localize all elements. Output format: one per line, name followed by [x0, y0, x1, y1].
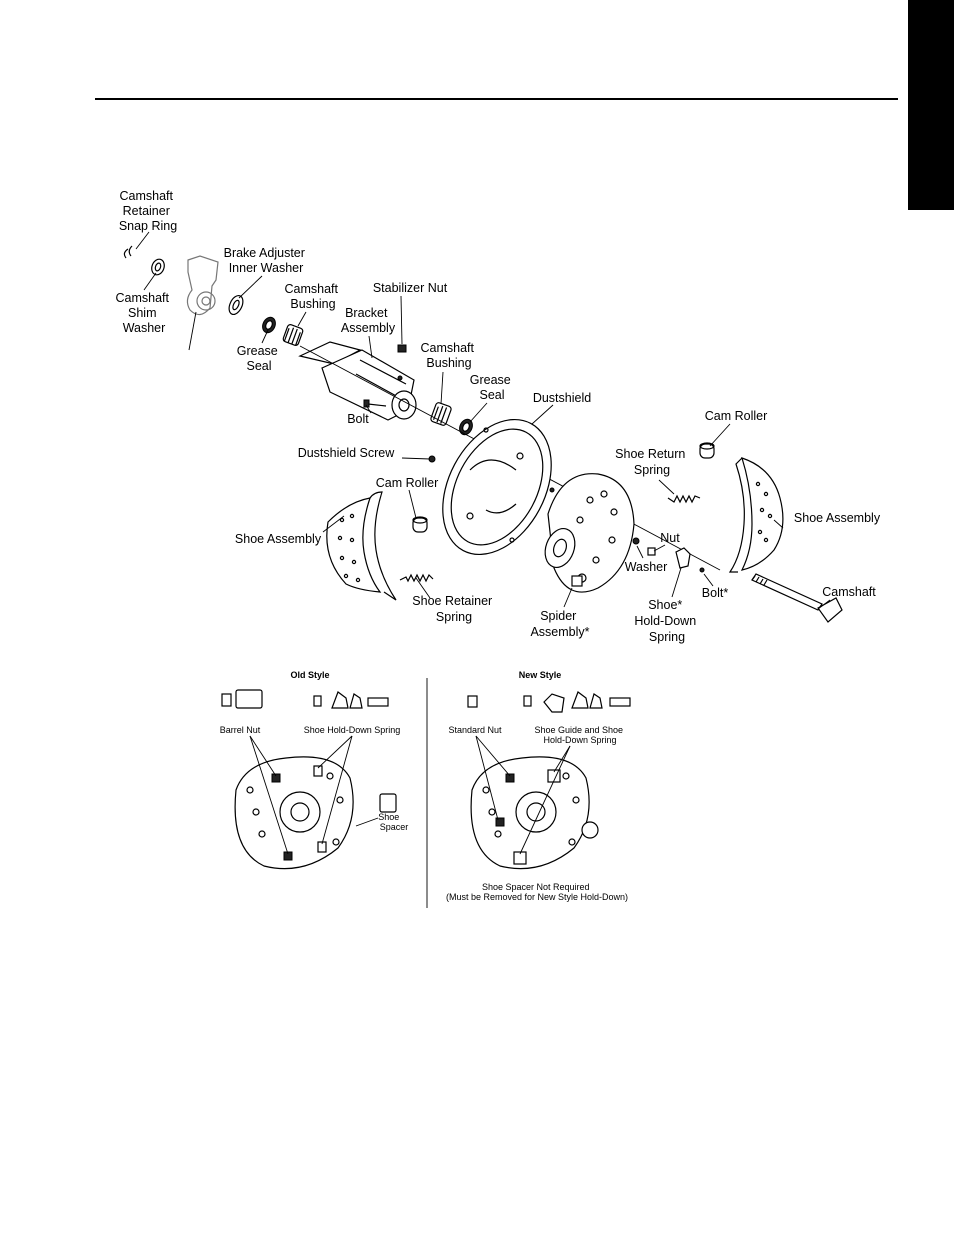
- label-camshaft: Camshaft: [822, 585, 876, 599]
- label-shoe-hold-down-spring: Shoe* Hold-Down Spring: [634, 598, 699, 644]
- old-hold-down-label: Shoe Hold-Down Spring: [304, 725, 401, 735]
- new-hub: [515, 791, 557, 833]
- section-tab: [908, 0, 954, 210]
- label-shoe-assembly-left: Shoe Assembly: [235, 532, 322, 546]
- camshaft-bushing-2-drawing: [430, 402, 452, 426]
- shoe-assembly-right-drawing: [728, 457, 784, 573]
- new-style-panel: New Style Standard Nut Shoe Guide and Sh…: [446, 670, 631, 902]
- old-style-title: Old Style: [290, 670, 329, 680]
- new-small-nut-icon: [523, 695, 532, 707]
- shoe-retainer-spring-drawing: [399, 573, 434, 583]
- slack-adjuster-drawing: [186, 255, 219, 351]
- label-bracket-assembly: Bracket Assembly: [341, 306, 396, 335]
- standard-nut-label: Standard Nut: [448, 725, 502, 735]
- cam-roller-1-drawing: [412, 516, 428, 533]
- old-hub: [279, 791, 321, 833]
- label-nut: Nut: [660, 531, 680, 545]
- shoe-return-spring-drawing: [667, 494, 701, 504]
- leader-lines: [135, 231, 831, 610]
- stabilizer-nut-drawing: [397, 344, 407, 353]
- label-bolt-star: Bolt*: [702, 586, 729, 600]
- new-bolt-icon: [609, 697, 631, 707]
- old-bolt-icon: [367, 697, 389, 707]
- standard-nut-icon: [467, 695, 478, 708]
- part-labels: Camshaft Retainer Snap Ring Camshaft Shi…: [116, 189, 881, 644]
- label-grease-seal-2: Grease Seal: [470, 373, 514, 402]
- shoe-spacer-icon: [379, 793, 397, 813]
- cam-roller-2-drawing: [699, 442, 715, 459]
- old-style-panel: Old Style Barrel Nut Shoe Hold-Down Spri…: [220, 670, 408, 870]
- label-bolt: Bolt: [347, 412, 369, 426]
- label-camshaft-bushing-2: Camshaft Bushing: [421, 341, 478, 370]
- barrel-nut-label: Barrel Nut: [220, 725, 261, 735]
- label-shoe-retainer-spring: Shoe Retainer Spring: [412, 594, 495, 624]
- shim-washer-drawing: [151, 258, 165, 276]
- inner-washer-drawing: [228, 294, 244, 316]
- label-shim-washer: Camshaft Shim Washer: [116, 291, 173, 335]
- header-rule: [95, 98, 898, 100]
- label-shoe-return-spring: Shoe Return Spring: [615, 447, 689, 477]
- label-washer: Washer: [625, 560, 668, 574]
- label-stabilizer-nut: Stabilizer Nut: [373, 281, 448, 295]
- old-holddown-icon-b: [349, 693, 363, 709]
- old-nut-icon: [221, 693, 232, 707]
- spacer-note: Shoe Spacer Not Required (Must be Remove…: [446, 882, 628, 902]
- grease-seal-2-drawing: [459, 418, 473, 436]
- grease-seal-1-drawing: [262, 316, 276, 334]
- old-holddown-icon-a: [331, 691, 349, 709]
- shoe-guide-icon: [543, 693, 565, 713]
- label-inner-washer: Brake Adjuster Inner Washer: [224, 246, 309, 275]
- label-grease-seal-1: Grease Seal: [237, 344, 281, 373]
- barrel-nut-icon: [235, 689, 263, 709]
- old-small-nut-icon: [313, 695, 322, 707]
- new-holddown-icon-b: [589, 693, 603, 709]
- guide-hold-down-label: Shoe Guide and Shoe Hold-Down Spring: [534, 725, 625, 745]
- label-dustshield: Dustshield: [533, 391, 591, 405]
- camshaft-drawing: [751, 573, 843, 623]
- camshaft-bushing-1-drawing: [282, 324, 304, 346]
- bolt-drawing: [363, 399, 387, 408]
- new-style-title: New Style: [519, 670, 562, 680]
- label-cam-roller-1: Cam Roller: [376, 476, 439, 490]
- label-shoe-assembly-right: Shoe Assembly: [794, 511, 881, 525]
- new-holddown-icon-a: [571, 691, 589, 709]
- label-spider-assembly: Spider Assembly*: [530, 609, 589, 639]
- label-dustshield-screw: Dustshield Screw: [298, 446, 396, 460]
- spider-assembly-drawing: [544, 473, 635, 593]
- washer-nut-holddown-drawing: [632, 537, 705, 573]
- label-snap-ring: Camshaft Retainer Snap Ring: [119, 189, 177, 233]
- snap-ring-drawing: [123, 245, 133, 259]
- bracket-assembly-drawing: [298, 341, 417, 421]
- label-cam-roller-2: Cam Roller: [705, 409, 768, 423]
- shoe-spacer-label: Shoe Spacer: [378, 812, 408, 832]
- dustshield-drawing: [442, 418, 552, 556]
- label-camshaft-bushing-1: Camshaft Bushing: [285, 282, 342, 311]
- shoe-assembly-left-drawing: [326, 491, 397, 601]
